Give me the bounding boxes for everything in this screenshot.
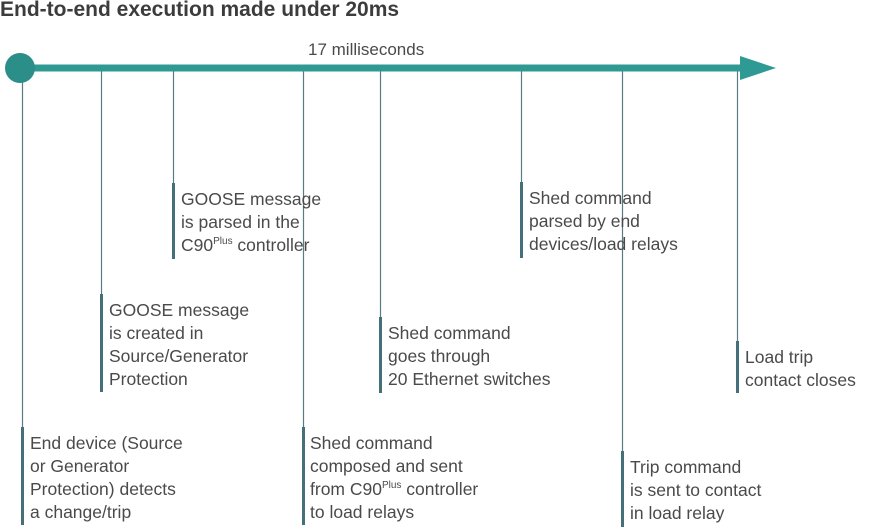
step-8-line-1: Load trip [745, 347, 814, 367]
step-5-line-1: Shed command [388, 323, 511, 343]
step-4-line-3-pre: from C90 [310, 479, 382, 499]
step-8-text: Load trip contact closes [745, 346, 856, 392]
step-7-text: Trip command is sent to contact in load … [630, 456, 761, 525]
step-4-line-1: Shed command [310, 433, 433, 453]
step-1-text: End device (Source or Generator Protecti… [30, 432, 183, 524]
step-6-text: Shed command parsed by end devices/load … [529, 187, 678, 256]
step-6-line-2: parsed by end [529, 211, 640, 231]
timeline-start-marker [5, 53, 35, 83]
step-3-line-3: C90Plus controller [181, 234, 321, 257]
step-3-line-2: is parsed in the [181, 212, 300, 232]
step-2-bar [100, 294, 103, 392]
step-7-bar [621, 451, 624, 527]
step-2-line-2: is created in [109, 323, 204, 343]
step-1-line-1: End device (Source [30, 433, 183, 453]
step-4-line-3: from C90Plus controller [310, 478, 478, 501]
step-4-text: Shed command composed and sent from C90P… [310, 432, 478, 524]
step-4-line-3-post: controller [401, 479, 479, 499]
step-3-line-3-sup: Plus [213, 236, 233, 247]
step-3-bar [172, 183, 175, 259]
step-5-line-2: goes through [388, 346, 491, 366]
step-6-line-3: devices/load relays [529, 234, 678, 254]
timeline-arrow-head [740, 56, 776, 80]
step-8-line-2: contact closes [745, 370, 856, 390]
step-2-line-3: Source/Generator [109, 346, 249, 366]
diagram-title: End-to-end execution made under 20ms [0, 0, 400, 21]
step-4-line-3-sup: Plus [381, 480, 402, 491]
step-4-line-2: composed and sent [310, 456, 463, 476]
step-7-line-3: in load relay [630, 503, 725, 523]
step-1-line-3: Protection) detects [30, 479, 176, 499]
step-3-line-3-post: controller [232, 235, 310, 255]
step-7-line-1: Trip command [630, 457, 742, 477]
step-1-line-2: or Generator [30, 456, 130, 476]
step-4-line-4: to load relays [310, 502, 415, 522]
step-connectors [21, 70, 739, 454]
step-7-line-2: is sent to contact [630, 480, 762, 500]
step-5-text: Shed command goes through 20 Ethernet sw… [388, 322, 550, 391]
step-5-line-3: 20 Ethernet switches [388, 369, 551, 389]
duration-label: 17 milliseconds [308, 40, 425, 59]
step-6-bar [520, 182, 523, 258]
step-2-line-4: Protection [109, 369, 188, 389]
step-8-bar [736, 341, 739, 393]
step-1-line-4: a change/trip [30, 502, 132, 522]
step-3-line-1: GOOSE message [181, 189, 322, 209]
step-2-line-1: GOOSE message [109, 300, 250, 320]
step-2-text: GOOSE message is created in Source/Gener… [109, 299, 249, 391]
step-3-text: GOOSE message is parsed in the C90Plus c… [181, 188, 321, 257]
step-5-bar [379, 317, 382, 393]
step-4-bar [302, 427, 305, 525]
step-1-bar [21, 427, 24, 525]
step-6-line-1: Shed command [529, 188, 652, 208]
step-3-line-3-pre: C90 [181, 235, 214, 255]
